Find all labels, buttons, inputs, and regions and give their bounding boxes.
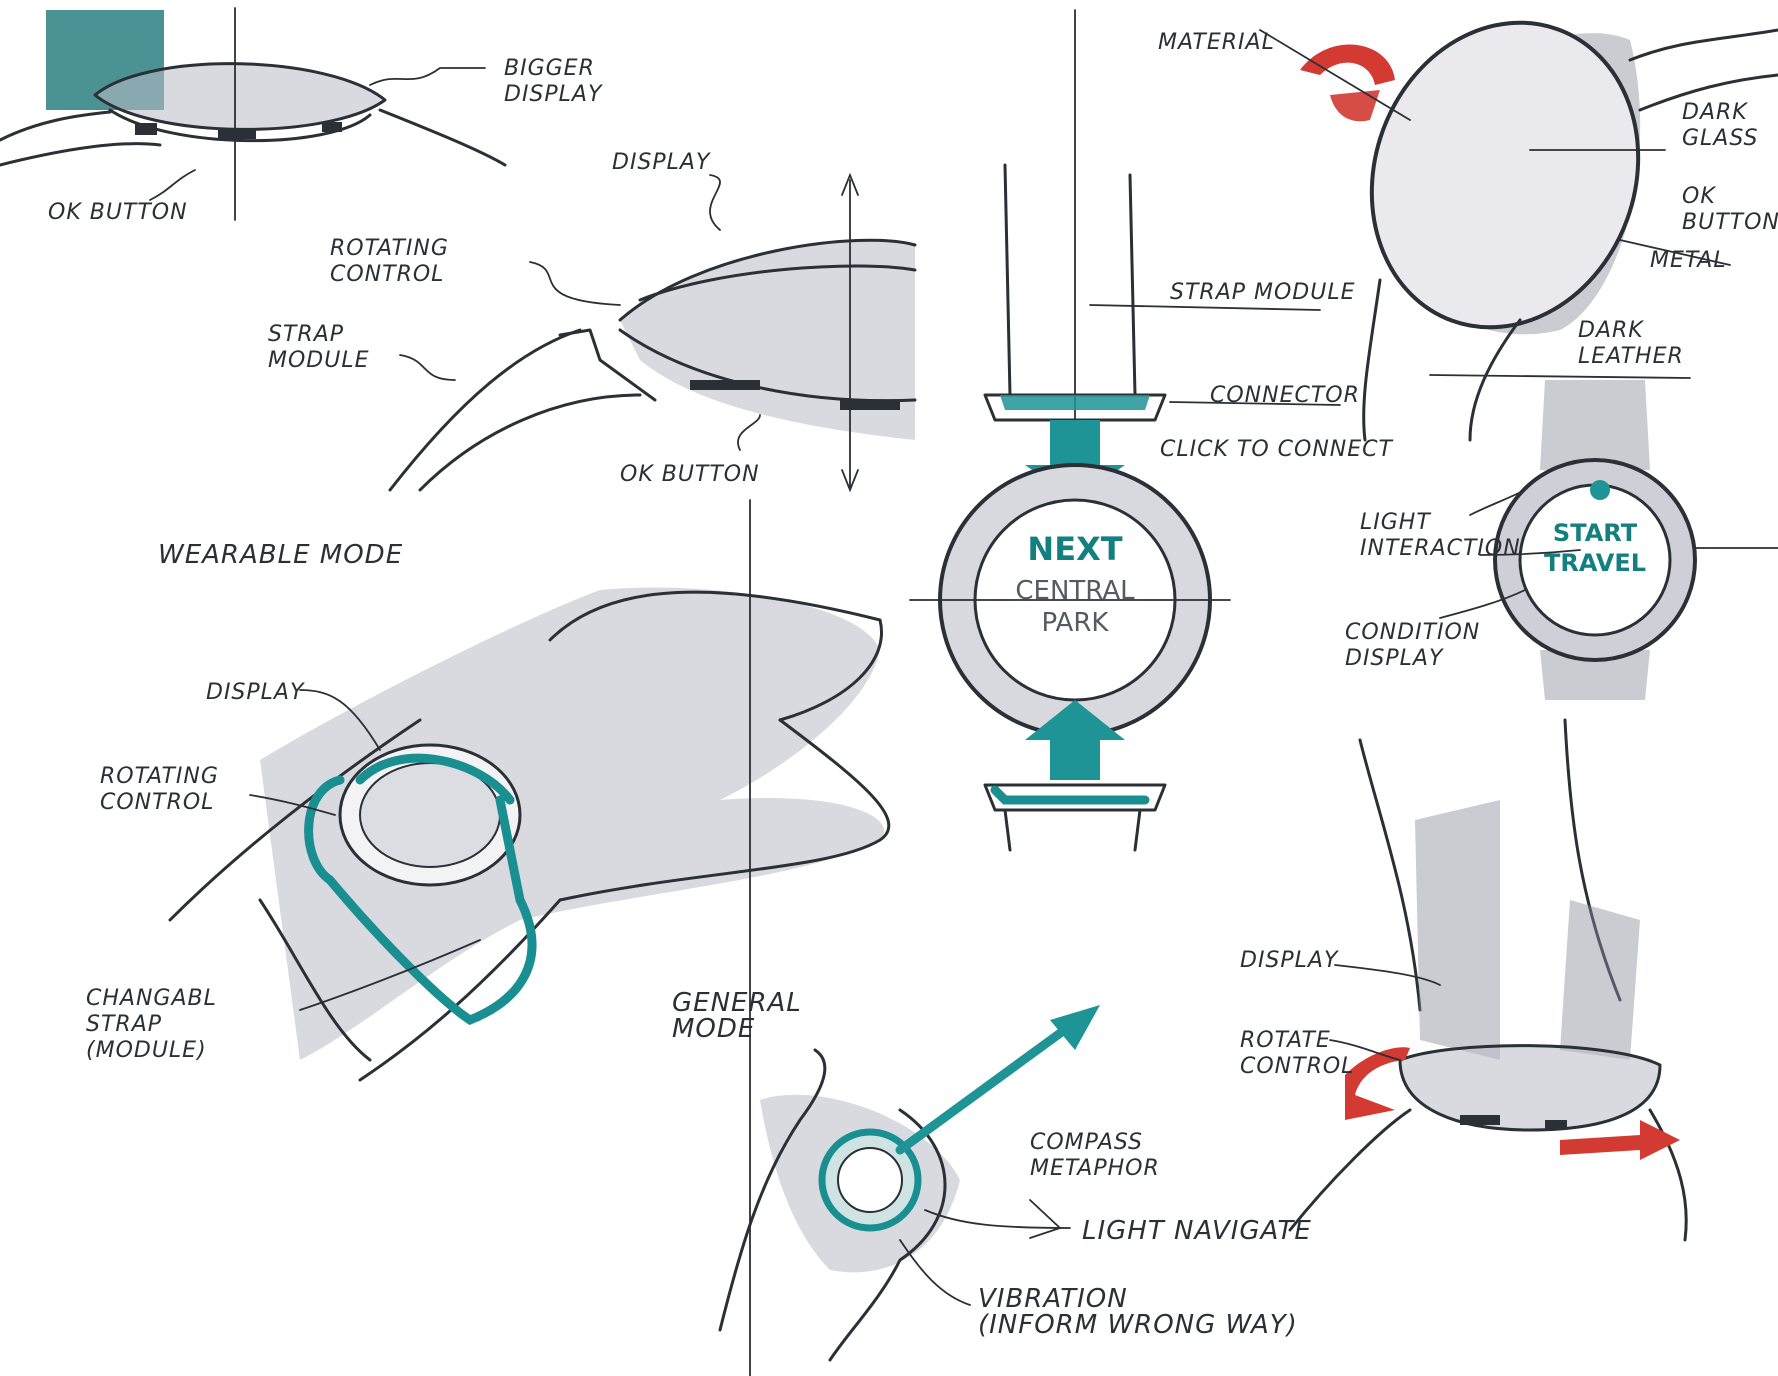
start-travel-watch-sketch xyxy=(1439,380,1778,700)
label-display-1: DISPLAY xyxy=(612,150,711,175)
label-wearable-mode: WEARABLE MODE xyxy=(158,540,404,570)
watch-side-view-sketch xyxy=(0,7,507,221)
label-display-2: DISPLAY xyxy=(206,680,305,705)
label-general-mode: GENERAL MODE xyxy=(672,988,802,1044)
material-detail-sketch xyxy=(1259,20,1778,442)
label-rotating-control-1: ROTATING CONTROL xyxy=(330,236,449,287)
label-dark-glass: DARK GLASS xyxy=(1682,100,1759,151)
label-rotate-control: ROTATE CONTROL xyxy=(1240,1028,1355,1079)
screen-start-travel: START TRAVEL xyxy=(1543,519,1647,577)
label-rotating-control-2: ROTATING CONTROL xyxy=(100,764,219,815)
label-ok-button-3: OK BUTTON xyxy=(1682,184,1778,235)
label-strap-module-1: STRAP MODULE xyxy=(268,322,370,373)
label-material: MATERIAL xyxy=(1158,30,1275,55)
rotate-control-wrist-sketch xyxy=(1288,718,1688,1242)
rotating-control-detail-sketch xyxy=(388,172,917,493)
label-compass-metaphor: COMPASS METAPHOR xyxy=(1030,1130,1160,1181)
label-connector: CONNECTOR xyxy=(1210,383,1360,408)
label-condition-display: CONDITION DISPLAY xyxy=(1345,620,1481,671)
label-light-interaction: LIGHT INTERACTION xyxy=(1360,510,1521,561)
strap-module-exploded-sketch xyxy=(909,9,1341,852)
wearable-mode-sketch xyxy=(168,499,891,1376)
label-light-navigate: LIGHT NAVIGATE xyxy=(1082,1216,1312,1246)
label-changable-strap: CHANGABL STRAP (MODULE) xyxy=(86,986,217,1063)
label-bigger-display: BIGGER DISPLAY xyxy=(504,56,603,107)
screen-next-subtitle: CENTRAL PARK xyxy=(1015,576,1135,638)
label-click-to-connect: CLICK TO CONNECT xyxy=(1160,437,1393,462)
general-mode-compass-sketch xyxy=(718,1005,1100,1362)
label-vibration: VIBRATION (INFORM WRONG WAY) xyxy=(978,1284,1298,1340)
label-metal: METAL xyxy=(1650,248,1727,273)
label-ok-button-1: OK BUTTON xyxy=(48,200,188,225)
label-ok-button-2: OK BUTTON xyxy=(620,462,760,487)
screen-next-title: NEXT xyxy=(1027,530,1123,568)
label-display-3: DISPLAY xyxy=(1240,948,1339,973)
label-dark-leather: DARK LEATHER xyxy=(1578,318,1684,369)
label-strap-module-2: STRAP MODULE xyxy=(1170,280,1356,305)
